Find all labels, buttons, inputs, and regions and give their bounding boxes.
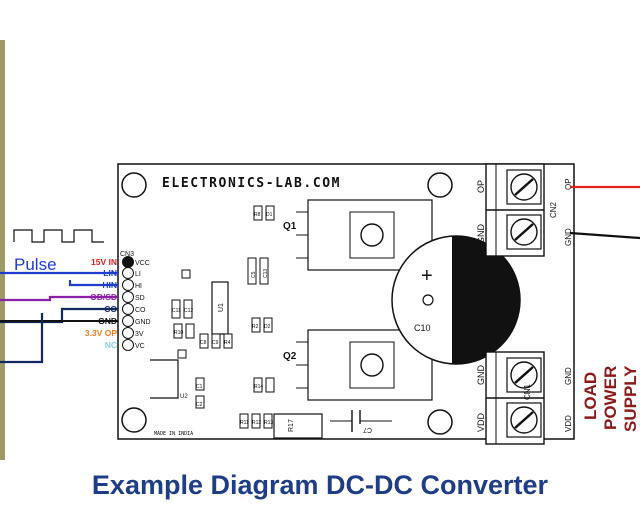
pin-label-vcc: VCC: [135, 260, 150, 267]
pulse-label: Pulse: [14, 255, 57, 274]
r8-label: R8: [254, 212, 261, 218]
brand-text: ELECTRONICS-LAB.COM: [162, 176, 341, 191]
u1-label: U1: [218, 303, 225, 312]
r4-label: R4: [224, 340, 231, 346]
power-label: POWER: [601, 366, 620, 430]
c1-label: C1: [196, 384, 203, 390]
q2-label: Q2: [283, 351, 297, 362]
u2-label: U2: [180, 394, 188, 400]
r11-label: R11: [240, 420, 249, 426]
mounting-hole: [427, 172, 453, 198]
pin-label-hi: HI: [135, 283, 142, 290]
output-wire-gnd: [569, 231, 640, 240]
polarity-mark: +: [421, 265, 433, 287]
page-title: Example Diagram DC-DC Converter: [91, 470, 549, 500]
smd-components: [171, 205, 275, 429]
cn2-gnd-label-right: GND: [564, 228, 573, 246]
svg-text:C7: C7: [363, 426, 372, 433]
r12-label: R12: [252, 420, 261, 426]
pin-label-3v: 3V: [135, 331, 144, 338]
d2-label: D2: [264, 324, 271, 330]
hin-label: HIN: [102, 280, 117, 290]
nc-label: NC: [105, 340, 117, 350]
c2-label: C2: [196, 402, 203, 408]
load-label: LOAD: [581, 372, 600, 420]
c8-label: C8: [200, 340, 207, 346]
lin-label: LIN: [103, 268, 117, 278]
cn1-vdd-label-right: VDD: [564, 415, 573, 432]
cn1-gnd-label-right: GND: [564, 367, 573, 385]
v33-label: 3.3V OP: [85, 328, 117, 338]
cn1-gnd-label: GND: [476, 365, 486, 386]
vin-label: 15V IN: [91, 257, 117, 267]
r2-label: R2: [252, 324, 259, 330]
c11-label: C11: [172, 308, 181, 314]
d1-label: D1: [266, 212, 273, 218]
pin-label-gnd: GND: [135, 319, 151, 326]
r13-label: R13: [264, 420, 273, 426]
r17-label: R17: [288, 419, 295, 432]
r17-resistor: [273, 413, 323, 439]
r14-label: R14: [254, 384, 263, 390]
c10-capacitor: + C10: [391, 235, 521, 365]
c7-capacitor: C7: [330, 410, 392, 434]
co-label: CO: [104, 304, 117, 314]
q1-label: Q1: [283, 221, 297, 232]
gnd-label: GND: [98, 316, 117, 326]
u2-outline: [150, 359, 179, 399]
pin-label-vc: VC: [135, 343, 145, 350]
c5-label: C5: [251, 271, 257, 278]
pin-label-co: CO: [135, 307, 146, 314]
c10-label: C10: [414, 323, 431, 333]
cn1-ref: CN1: [523, 383, 532, 400]
cn3-header: [122, 256, 134, 351]
cn2-terminal: OP GND CN2 OP GND: [476, 163, 573, 257]
supply-label: SUPPLY: [621, 365, 640, 432]
q1-hole: [360, 223, 384, 247]
pin-label-li: LI: [135, 271, 141, 278]
cn2-op-label-right: OP: [564, 178, 573, 190]
c9-label: C9: [212, 340, 219, 346]
r10-label: R10: [174, 330, 183, 336]
input-wires: [0, 271, 118, 364]
cn1-terminal: GND VDD CN1 GND VDD: [476, 351, 573, 445]
pulse-waveform: [13, 229, 104, 243]
cn2-ref: CN2: [549, 201, 558, 218]
cn2-gnd-label: GND: [476, 224, 486, 245]
c13-label: C13: [263, 269, 269, 278]
c12-label: C12: [184, 308, 193, 314]
od-label: OD/SD: [90, 292, 117, 302]
mounting-hole: [121, 172, 147, 198]
cn1-vdd-label: VDD: [476, 412, 486, 432]
adjacent-board-edge: [0, 40, 5, 460]
q2-hole: [360, 353, 384, 377]
mounting-hole: [427, 409, 453, 435]
cn3-ref: CN3: [120, 251, 134, 258]
made-in-text: MADE IN INDIA: [154, 431, 193, 437]
pin-label-sd: SD: [135, 295, 145, 302]
mounting-hole: [121, 407, 147, 433]
cn2-op-label: OP: [476, 180, 486, 193]
